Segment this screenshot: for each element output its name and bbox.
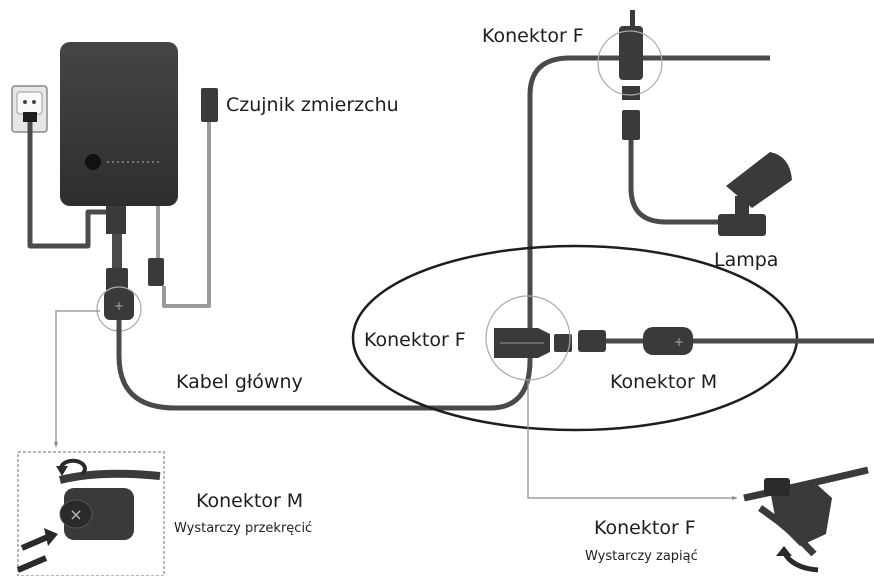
connector-m-middle-label: Konektor M (610, 371, 718, 393)
svg-text:+: + (674, 335, 684, 349)
connector-m-left: + (104, 290, 134, 320)
connector-f-middle (494, 328, 572, 358)
push-arrow-icon (16, 528, 58, 573)
lamp-cable (628, 140, 720, 225)
rotate-arrow-icon (56, 458, 87, 476)
dusk-sensor-icon (201, 88, 218, 122)
sensor-plug (148, 258, 164, 286)
curved-arrow-icon (776, 546, 819, 573)
wall-socket-icon (11, 85, 48, 133)
connector-f-inset-note: Wystarczy zapiąć (585, 549, 698, 564)
highlight-circle (597, 30, 663, 96)
connector-f-middle-label: Konektor F (364, 329, 466, 351)
lamp-icon (718, 152, 792, 236)
controller-output-plug (106, 206, 126, 234)
lamp-label: Lampa (714, 249, 779, 271)
main-cable (116, 55, 770, 411)
leader-line (527, 380, 736, 499)
leader-line (55, 310, 100, 446)
connector-m-middle-plug (578, 330, 606, 352)
connector-m-closeup-icon: × (59, 469, 161, 540)
connector-m-inset-note: Wystarczy przekręcić (174, 521, 313, 536)
highlight-ellipse (351, 244, 799, 432)
connector-m-inset-title: Konektor M (196, 490, 304, 512)
controller-box (60, 42, 178, 206)
connector-m-middle: + (643, 327, 693, 355)
main-cable-label: Kabel główny (176, 371, 303, 393)
sensor-cable (162, 122, 211, 308)
connector-f-top (619, 10, 643, 140)
svg-text:×: × (69, 505, 82, 524)
dusk-sensor-label: Czujnik zmierzchu (226, 94, 399, 116)
connector-f-top-label: Konektor F (482, 25, 584, 47)
svg-text:+: + (114, 299, 124, 313)
connector-f-closeup-icon (743, 466, 869, 557)
connector-f-inset-title: Konektor F (594, 517, 696, 539)
plug-connector (106, 268, 128, 292)
power-cord (27, 122, 108, 249)
